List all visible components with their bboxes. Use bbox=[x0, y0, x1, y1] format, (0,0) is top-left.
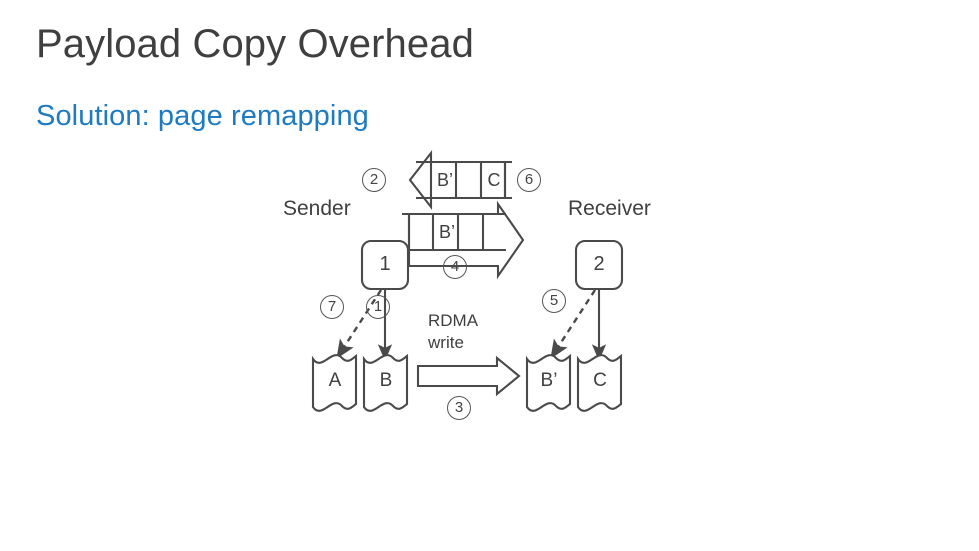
page-shape-bprime bbox=[525, 353, 572, 412]
receiver-label: Receiver bbox=[568, 197, 651, 220]
top-page-bar-arrow bbox=[408, 149, 512, 211]
sender-buffer-label: 1 bbox=[379, 253, 391, 275]
top-bar-cell-2: C bbox=[487, 170, 501, 190]
bottom-page-bar-arrow bbox=[402, 200, 525, 280]
step-marker-1: 1 bbox=[366, 295, 390, 319]
top-bar-cell-0: B’ bbox=[436, 170, 453, 190]
page-shape-b bbox=[362, 353, 409, 412]
step-marker-7: 7 bbox=[320, 295, 344, 319]
rdma-write-label: RDMA write bbox=[428, 310, 478, 354]
step-marker-3: 3 bbox=[447, 396, 471, 420]
sender-label: Sender bbox=[283, 197, 351, 220]
receiver-buffer-label: 2 bbox=[593, 253, 605, 275]
step-marker-4: 4 bbox=[443, 255, 467, 279]
step-marker-2: 2 bbox=[362, 168, 386, 192]
page-label-a: A bbox=[328, 370, 342, 391]
rdma-write-arrow bbox=[416, 355, 521, 397]
receiver-buffer-box bbox=[574, 239, 624, 291]
step-marker-5: 5 bbox=[542, 289, 566, 313]
rdma-write-line2: write bbox=[428, 333, 464, 353]
step-marker-6: 6 bbox=[517, 168, 541, 192]
page-title: Payload Copy Overhead bbox=[36, 22, 474, 66]
bottom-bar-cell-1: B’ bbox=[438, 222, 455, 242]
page-shape-a bbox=[311, 353, 358, 412]
page-shape-c bbox=[576, 353, 623, 412]
rdma-write-line1: RDMA bbox=[428, 311, 479, 330]
page-label-c: C bbox=[593, 370, 607, 391]
receiver-dashed-connector bbox=[549, 289, 597, 360]
page-label-b: B bbox=[379, 370, 393, 391]
page-label-bprime: B’ bbox=[540, 370, 558, 391]
slide-subtitle: Solution: page remapping bbox=[36, 100, 369, 132]
sender-buffer-box bbox=[360, 239, 410, 291]
